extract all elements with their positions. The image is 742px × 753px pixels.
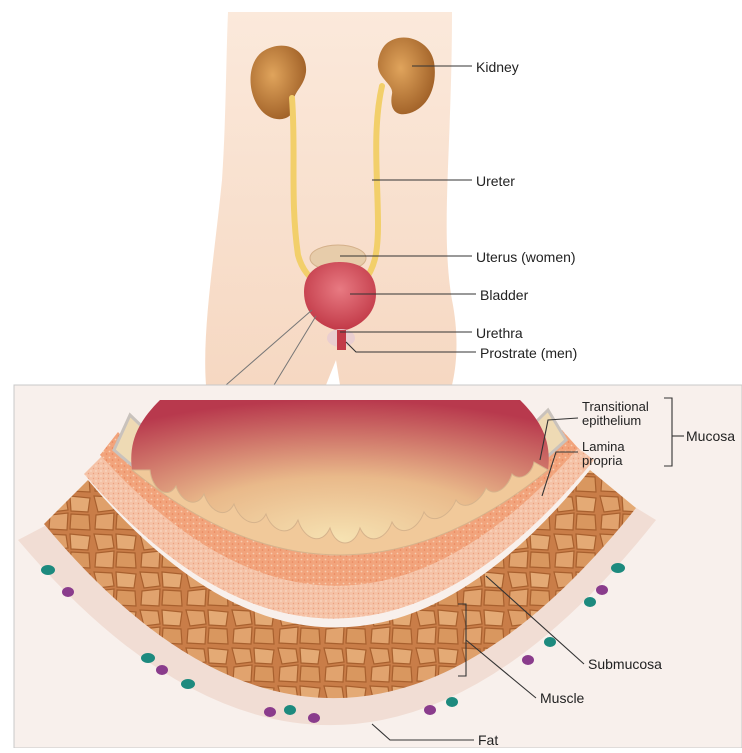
label-ureter: Ureter xyxy=(476,173,515,189)
label-prostate: Prostrate (men) xyxy=(480,345,577,361)
label-muscle: Muscle xyxy=(540,690,584,706)
label-fat: Fat xyxy=(478,732,498,748)
label-mucosa: Mucosa xyxy=(686,428,735,444)
label-lamina-propria: Lamina propria xyxy=(582,440,642,468)
label-uterus: Uterus (women) xyxy=(476,249,576,265)
label-transitional-epithelium: Transitional epithelium xyxy=(582,400,674,428)
label-submucosa: Submucosa xyxy=(588,656,662,672)
label-kidney: Kidney xyxy=(476,59,519,75)
label-bladder: Bladder xyxy=(480,287,528,303)
label-urethra: Urethra xyxy=(476,325,523,341)
